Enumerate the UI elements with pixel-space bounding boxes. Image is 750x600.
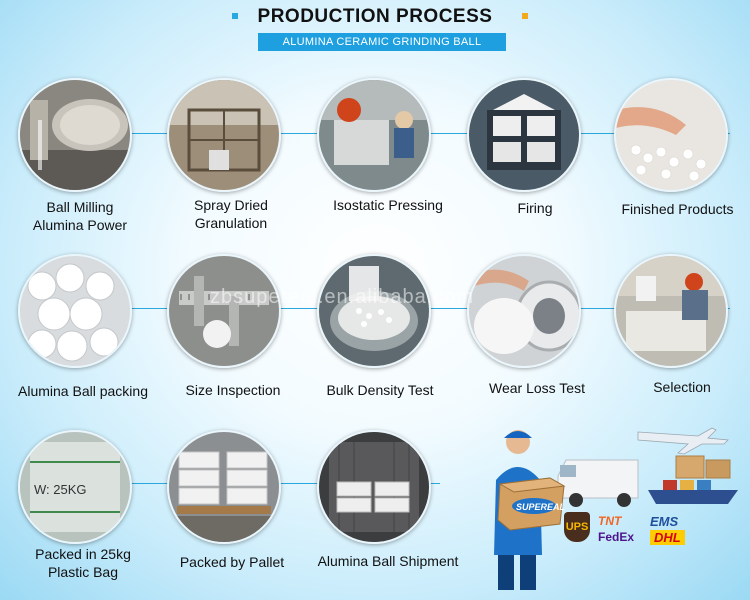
subtitle-banner: ALUMINA CERAMIC GRINDING BALL bbox=[258, 33, 506, 51]
pallet-photo bbox=[167, 430, 281, 544]
step-label: Firing bbox=[517, 200, 553, 216]
ups-logo: UPS bbox=[564, 512, 590, 542]
step-label: Bulk Density Test bbox=[326, 382, 434, 398]
dhl-logo: DHL bbox=[650, 530, 685, 545]
ball-milling-photo bbox=[18, 78, 132, 192]
ems-logo: EMS bbox=[650, 514, 679, 529]
watermark-text: zbsupereal.en.alibaba.com bbox=[210, 286, 475, 308]
box-brand-text: SUPEREAL bbox=[516, 502, 565, 512]
finished-products-photo bbox=[614, 78, 728, 192]
bag-weight-text: W: 25KG bbox=[34, 482, 87, 497]
step-label: Size Inspection bbox=[185, 382, 281, 398]
step-label: Finished Products bbox=[621, 201, 734, 217]
step-label: Wear Loss Test bbox=[489, 380, 585, 396]
bulk-density-test-photo bbox=[317, 254, 431, 368]
courier-graphic: SUPEREAL bbox=[494, 427, 738, 590]
page-title: PRODUCTION PROCESS bbox=[257, 6, 493, 27]
alumina-ball-packing-photo bbox=[18, 254, 132, 368]
isostatic-pressing-photo bbox=[317, 78, 431, 192]
firing-photo bbox=[467, 78, 581, 192]
size-inspection-photo bbox=[167, 254, 281, 368]
delivery-illustration: SUPEREAL UPS TNT EMS FedEx DHL bbox=[488, 420, 750, 595]
step-label: Isostatic Pressing bbox=[333, 197, 443, 213]
step-label: Selection bbox=[653, 379, 711, 395]
blue-square-icon bbox=[232, 13, 238, 19]
spray-dried-photo bbox=[167, 78, 281, 192]
fedex-logo: FedEx bbox=[598, 530, 635, 544]
orange-square-icon bbox=[522, 13, 528, 19]
header: PRODUCTION PROCESS ALUMINA CERAMIC GRIND… bbox=[0, 0, 750, 60]
step-label: Packed by Pallet bbox=[179, 554, 285, 570]
step-label: Alumina Ball packing bbox=[18, 383, 148, 399]
tnt-logo: TNT bbox=[598, 514, 622, 528]
plastic-bag-photo: W: 25KG bbox=[18, 430, 132, 544]
wear-loss-test-photo bbox=[467, 254, 581, 368]
step-label: Alumina Ball Shipment bbox=[317, 553, 459, 569]
shipment-photo bbox=[317, 430, 431, 544]
selection-photo bbox=[614, 254, 728, 368]
